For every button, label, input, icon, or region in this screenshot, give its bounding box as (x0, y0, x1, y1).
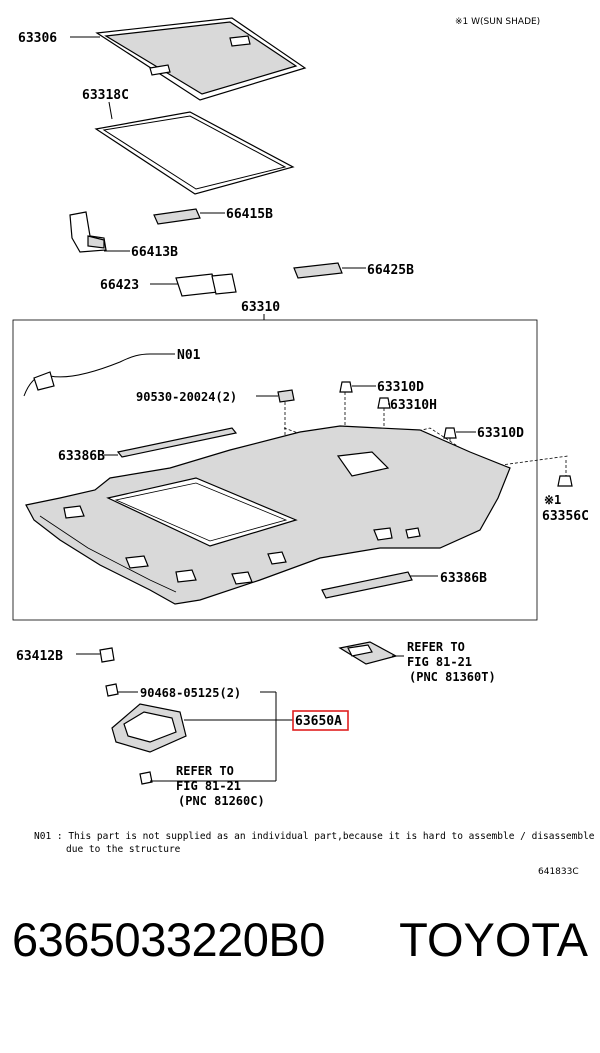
footer-brand: TOYOTA (399, 913, 588, 966)
bracket-66413b (69, 211, 107, 253)
cover-66425b (293, 262, 343, 279)
headliner-body (25, 425, 511, 605)
callout-66425b: 66425B (367, 263, 414, 278)
callout-90530: 90530-20024(2) (136, 390, 237, 404)
callout-90468: 90468-05125(2) (140, 686, 241, 700)
parts-diagram: ※1 W(SUN SHADE) 63306 63318C 66415B 6641… (12, 17, 595, 877)
headliner-group-frame (12, 319, 538, 621)
clip-63310d-b (443, 427, 457, 439)
lamp-81360t (338, 641, 398, 665)
callout-63386b-b: 63386B (440, 571, 487, 586)
clip-63356c (557, 475, 573, 487)
callout-63306: 63306 (18, 31, 57, 46)
mark-1: ※1 (544, 493, 561, 507)
bracket-66423 (175, 273, 237, 297)
callout-n01: N01 (177, 348, 201, 363)
footnote-line1: N01 : This part is not supplied as an in… (34, 831, 595, 842)
strip-63386b-lower (321, 571, 413, 599)
refer-2-line2: FIG 81-21 (176, 779, 241, 793)
wire-harness-n01 (23, 353, 151, 397)
refer-2-line1: REFER TO (176, 764, 234, 778)
callout-63310: 63310 (241, 300, 280, 315)
refer-1-line1: REFER TO (407, 640, 465, 654)
sun-shade-panel (95, 17, 307, 101)
callout-66413b: 66413B (131, 245, 178, 260)
callout-63386b-a: 63386B (58, 449, 105, 464)
roof-console-63650a (105, 683, 187, 785)
clip-63310d-a (339, 381, 353, 393)
refer-1-line3: (PNC 81360T) (409, 670, 496, 684)
footer-part-number: 6365033220B0 (12, 913, 325, 966)
footer: 6365033220B0 TOYOTA (0, 912, 600, 982)
figure-code: 641833C (538, 867, 579, 877)
refer-2-line3: (PNC 81260C) (178, 794, 265, 808)
callout-63310h: 63310H (390, 398, 437, 413)
pad-90530 (277, 389, 295, 403)
callout-63318c: 63318C (82, 88, 129, 103)
callout-63310d-a: 63310D (377, 380, 424, 395)
callout-63356c: 63356C (542, 509, 589, 524)
callout-63650a-highlight (292, 710, 349, 731)
weatherstrip-frame (94, 111, 295, 195)
cover-66415b (153, 208, 201, 225)
callout-63310d-b: 63310D (477, 426, 524, 441)
callout-66423: 66423 (100, 278, 139, 293)
clip-63310h (377, 397, 391, 409)
header-note: ※1 W(SUN SHADE) (455, 17, 540, 27)
callout-63412b: 63412B (16, 649, 63, 664)
footnote-line2: due to the structure (66, 844, 181, 855)
callout-63650a: 63650A (295, 714, 342, 729)
strip-63386b-upper (116, 427, 238, 458)
callout-66415b: 66415B (226, 207, 273, 222)
refer-1-line2: FIG 81-21 (407, 655, 472, 669)
clip-63412b (99, 647, 115, 663)
